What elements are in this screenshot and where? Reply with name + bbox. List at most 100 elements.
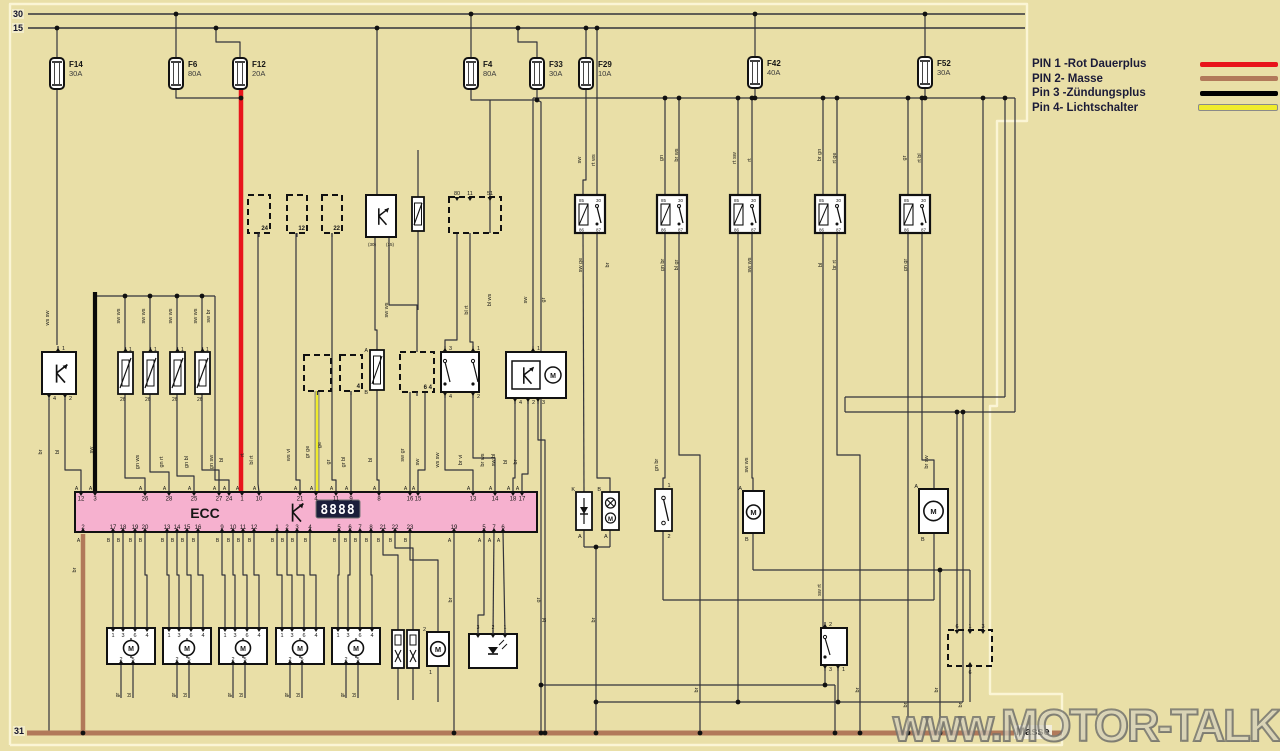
svg-text:80A: 80A bbox=[483, 69, 496, 78]
svg-text:gn rt: gn rt bbox=[159, 456, 165, 467]
svg-text:F4: F4 bbox=[483, 60, 493, 69]
svg-text:11: 11 bbox=[333, 497, 340, 503]
svg-text:br: br bbox=[513, 459, 519, 464]
svg-text:bl: bl bbox=[296, 693, 302, 697]
svg-text:ws sw: ws sw bbox=[435, 452, 441, 468]
svg-text:4: 4 bbox=[53, 396, 56, 402]
svg-text:19: 19 bbox=[451, 525, 458, 531]
svg-text:B: B bbox=[129, 538, 133, 544]
svg-text:F12: F12 bbox=[252, 60, 266, 69]
svg-text:8888: 8888 bbox=[320, 503, 355, 518]
bus-label-30: 30 bbox=[12, 9, 25, 19]
svg-text:sw gr: sw gr bbox=[400, 448, 406, 461]
wire-thin-4 bbox=[215, 28, 241, 58]
svg-text:4: 4 bbox=[314, 497, 318, 503]
svg-text:6: 6 bbox=[955, 624, 958, 630]
svg-text:A: A bbox=[404, 486, 408, 492]
svg-text:4: 4 bbox=[357, 384, 361, 390]
svg-text:87: 87 bbox=[836, 228, 842, 233]
svg-text:1: 1 bbox=[668, 483, 671, 489]
svg-text:A: A bbox=[516, 486, 520, 492]
component-kbox-8: (30)(15) bbox=[365, 194, 397, 247]
svg-text:5: 5 bbox=[356, 657, 359, 663]
svg-text:sw ws: sw ws bbox=[116, 308, 122, 323]
svg-text:18: 18 bbox=[120, 525, 127, 531]
svg-text:gr: gr bbox=[115, 692, 121, 697]
wire-thin-33 bbox=[751, 233, 754, 491]
svg-text:bl: bl bbox=[183, 693, 189, 697]
bus-label-15: 15 bbox=[12, 23, 25, 33]
svg-text:6: 6 bbox=[133, 633, 136, 639]
svg-text:16: 16 bbox=[407, 497, 414, 503]
wire-thin-71 bbox=[214, 296, 230, 492]
svg-text:(15): (15) bbox=[386, 242, 395, 247]
svg-text:M: M bbox=[550, 373, 556, 380]
svg-text:4: 4 bbox=[449, 394, 452, 400]
wire-thin-12 bbox=[582, 88, 587, 195]
svg-text:br: br bbox=[448, 597, 454, 602]
svg-text:3: 3 bbox=[449, 346, 452, 352]
diagram-frame bbox=[8, 2, 1064, 747]
svg-text:B: B bbox=[745, 537, 749, 543]
svg-text:86: 86 bbox=[819, 228, 825, 233]
component-lampmotor-18: MBA bbox=[597, 487, 620, 540]
svg-text:3: 3 bbox=[829, 667, 832, 673]
svg-text:87: 87 bbox=[751, 228, 757, 233]
svg-text:16: 16 bbox=[195, 525, 202, 531]
svg-text:7: 7 bbox=[492, 525, 496, 531]
component-dashed-5: 24 bbox=[247, 194, 271, 237]
svg-text:B: B bbox=[281, 538, 285, 544]
wire-thin-89 bbox=[444, 392, 474, 492]
wire-thin-80 bbox=[374, 237, 378, 350]
svg-text:30: 30 bbox=[921, 198, 927, 203]
svg-text:F42: F42 bbox=[767, 59, 781, 68]
component-ntc-1: 12θ bbox=[117, 347, 134, 403]
svg-text:sw ws: sw ws bbox=[168, 308, 174, 323]
svg-text:14: 14 bbox=[174, 525, 181, 531]
svg-text:rt ws: rt ws bbox=[591, 154, 597, 166]
svg-text:ge: ge bbox=[317, 442, 323, 448]
svg-text:br sw: br sw bbox=[924, 455, 930, 468]
svg-text:14: 14 bbox=[492, 497, 499, 503]
svg-text:A: A bbox=[213, 486, 217, 492]
svg-text:A: A bbox=[488, 538, 492, 544]
svg-text:4: 4 bbox=[257, 633, 260, 639]
svg-text:3: 3 bbox=[295, 525, 299, 531]
svg-text:sw: sw bbox=[577, 157, 583, 164]
svg-text:24: 24 bbox=[226, 497, 233, 503]
svg-text:sw ws: sw ws bbox=[384, 302, 390, 317]
svg-text:19: 19 bbox=[132, 525, 139, 531]
wire-thin-97 bbox=[502, 531, 506, 635]
svg-text:sw: sw bbox=[523, 297, 529, 304]
legend-item-3: Pin 4- Lichtschalter bbox=[1032, 101, 1278, 116]
svg-text:F33: F33 bbox=[549, 60, 563, 69]
svg-text:sw br: sw br bbox=[206, 309, 212, 322]
svg-text:sw ws: sw ws bbox=[141, 308, 147, 323]
wire-thin-75 bbox=[201, 394, 220, 492]
svg-text:30: 30 bbox=[678, 198, 684, 203]
svg-text:A: A bbox=[310, 486, 314, 492]
svg-text:3: 3 bbox=[233, 633, 236, 639]
svg-text:M: M bbox=[435, 645, 441, 654]
legend-color-swatch bbox=[1200, 76, 1278, 82]
component-sens-22 bbox=[391, 629, 405, 669]
svg-text:1: 1 bbox=[129, 347, 132, 353]
wire-thin-72 bbox=[124, 394, 146, 492]
svg-text:B: B bbox=[389, 538, 393, 544]
svg-text:B: B bbox=[161, 538, 165, 544]
svg-text:bl: bl bbox=[542, 618, 548, 622]
wire-thin-37 bbox=[921, 233, 935, 489]
component-motorbox-24: M21 bbox=[423, 627, 450, 676]
svg-text:A: A bbox=[75, 486, 79, 492]
legend-item-label: Pin 4- Lichtschalter bbox=[1032, 101, 1139, 114]
